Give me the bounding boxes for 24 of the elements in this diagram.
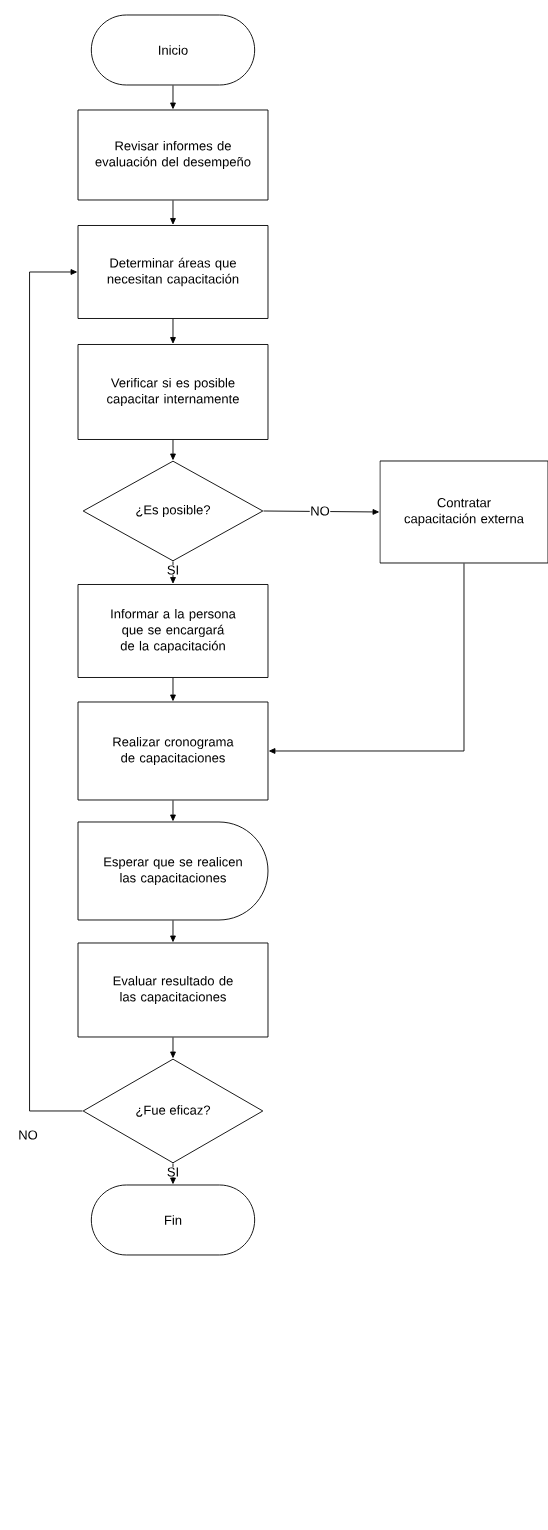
arrow <box>170 920 176 942</box>
arrow <box>29 269 83 1112</box>
process-box: Informar a la persona que se encargará de la capacitación <box>77 584 269 678</box>
arrow <box>170 561 176 584</box>
edge-label: SI <box>166 564 180 576</box>
arrow <box>170 85 176 109</box>
arrow <box>170 1037 176 1058</box>
edge-label: SI <box>166 1166 180 1178</box>
process-box: Evaluar resultado de las capacitaciones <box>77 942 269 1038</box>
arrow <box>170 200 176 225</box>
process-box: Verificar si es posible capacitar internamente <box>77 344 269 440</box>
process-box: Revisar informes de evaluación del desempeño <box>77 109 269 201</box>
arrow <box>170 800 176 821</box>
arrow <box>263 509 379 515</box>
edge-label: NO <box>19 1130 38 1140</box>
arrow <box>170 439 176 460</box>
arrow <box>269 563 465 754</box>
process-box: Contratar capacitación externa <box>379 460 548 564</box>
arrow <box>170 677 176 701</box>
process-box: Determinar áreas que necesitan capacitación <box>77 225 269 319</box>
arrow <box>170 1163 176 1184</box>
edge-label: NO <box>309 505 331 517</box>
arrow <box>170 318 176 344</box>
process-box: Realizar cronograma de capacitaciones <box>77 701 269 801</box>
